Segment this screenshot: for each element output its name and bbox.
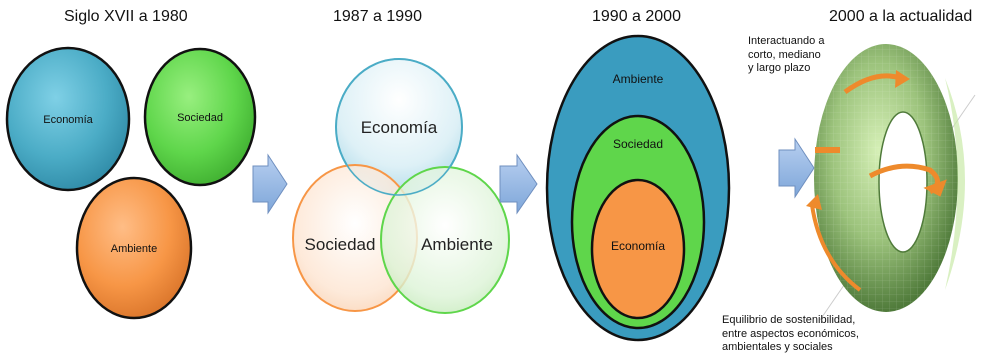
note-bottom-line-1: Equilibrio de sostenibilidad, xyxy=(722,314,856,326)
note-top-line-1: Interactuando a xyxy=(748,35,825,47)
stage-3-economia-label: Economía xyxy=(611,239,665,253)
note-bottom-line-3: ambientales y sociales xyxy=(722,341,833,353)
stage-4-torus-icon xyxy=(806,44,976,321)
stage-3-sociedad-label: Sociedad xyxy=(613,137,663,151)
stage-3-ambiente-label: Ambiente xyxy=(613,72,664,86)
stage-1-economia-label: Economía xyxy=(43,114,93,126)
stage-1-sociedad-circle: Sociedad xyxy=(143,47,257,187)
stage-2-title: 1987 a 1990 xyxy=(333,8,422,25)
stage-3-nested: Ambiente Sociedad Economía xyxy=(545,34,731,342)
stage-4-note-bottom: Equilibrio de sostenibilidad, entre aspe… xyxy=(722,314,859,355)
stage-3-title: 1990 a 2000 xyxy=(592,8,681,25)
arrow-1 xyxy=(252,153,288,215)
stage-4-note-top: Interactuando a corto, mediano y largo p… xyxy=(748,35,824,76)
stage-4-title: 2000 a la actualidad xyxy=(829,8,973,25)
note-top-line-3: y largo plazo xyxy=(748,62,811,74)
arrow-2 xyxy=(499,153,538,215)
stage-2-sociedad-label: Sociedad xyxy=(305,235,376,254)
stage-2-venn: Economía Sociedad Ambiente xyxy=(292,58,510,314)
arrow-3 xyxy=(778,137,815,199)
stage-1-ambiente-circle: Ambiente xyxy=(75,176,193,320)
note-bottom-line-2: entre aspectos económicos, xyxy=(722,327,859,340)
stage-2-ambiente-label: Ambiente xyxy=(421,235,493,254)
stage-1-economia-circle: Economía xyxy=(5,46,131,192)
stage-1-sociedad-label: Sociedad xyxy=(177,112,223,124)
stage-1-title: Siglo XVII a 1980 xyxy=(64,8,188,25)
stage-2-economia-label: Economía xyxy=(361,118,438,137)
stage-1-ambiente-label: Ambiente xyxy=(111,243,157,255)
note-top-line-2: corto, mediano xyxy=(748,48,821,61)
